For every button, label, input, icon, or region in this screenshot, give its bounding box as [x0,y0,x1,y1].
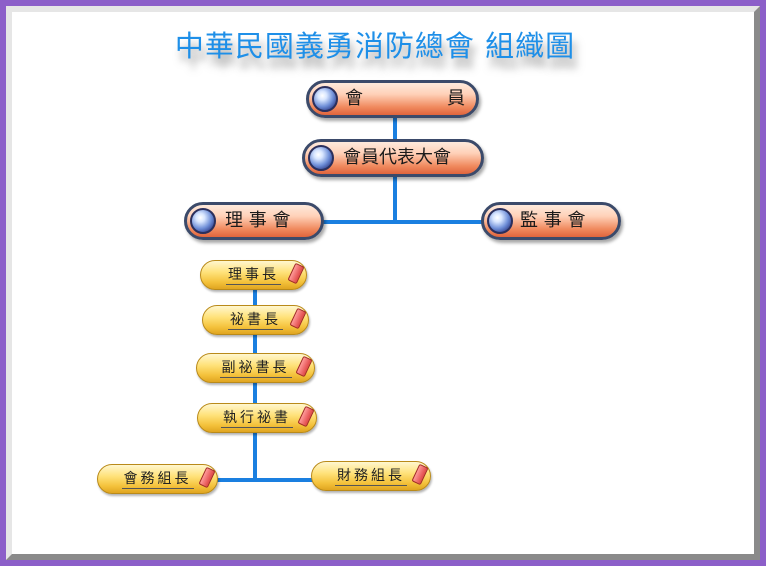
connector-board-supervisors [322,220,486,224]
pencil-icon [411,463,429,486]
node-board-label: 理 事 會 [225,210,291,231]
node-board[interactable]: 理 事 會 [184,202,324,240]
node-assembly[interactable]: 會員代表大會 [302,139,484,177]
connector-officers-vertical [253,288,257,482]
connector-members-assembly [393,117,397,141]
node-assembly-label: 會員代表大會 [343,147,451,168]
pencil-icon [287,262,305,285]
node-general-affairs-head[interactable]: 會務組長 [97,464,218,494]
orb-icon [308,145,334,171]
node-members-label-left: 會 [345,88,363,109]
node-deputy-secretary-general-label: 副祕書長 [219,360,292,378]
connector-groups-horizontal [216,478,316,482]
node-deputy-secretary-general[interactable]: 副祕書長 [196,353,315,383]
pencil-icon [198,466,216,489]
orb-icon [190,208,216,234]
pencil-icon [289,307,307,330]
node-general-affairs-head-label: 會務組長 [121,471,194,489]
orb-icon [312,86,338,112]
pencil-icon [295,355,313,378]
node-secretary-general[interactable]: 祕書長 [202,305,309,335]
node-executive-secretary[interactable]: 執行祕書 [197,403,317,433]
node-finance-head[interactable]: 財務組長 [311,461,431,491]
node-chairman[interactable]: 理事長 [200,260,307,290]
node-executive-secretary-label: 執行祕書 [221,410,293,428]
node-supervisors[interactable]: 監 事 會 [481,202,621,240]
node-supervisors-label: 監 事 會 [520,210,586,231]
node-members-label-right: 員 [447,88,465,109]
node-secretary-general-label: 祕書長 [228,312,283,330]
orb-icon [487,208,513,234]
node-members[interactable]: 會 員 [306,80,479,118]
connector-assembly-down [393,176,397,224]
pencil-icon [297,405,315,428]
node-chairman-label: 理事長 [226,267,281,285]
chart-title: 中華民國義勇消防總會 組織圖 [174,29,576,63]
node-finance-head-label: 財務組長 [335,468,407,486]
